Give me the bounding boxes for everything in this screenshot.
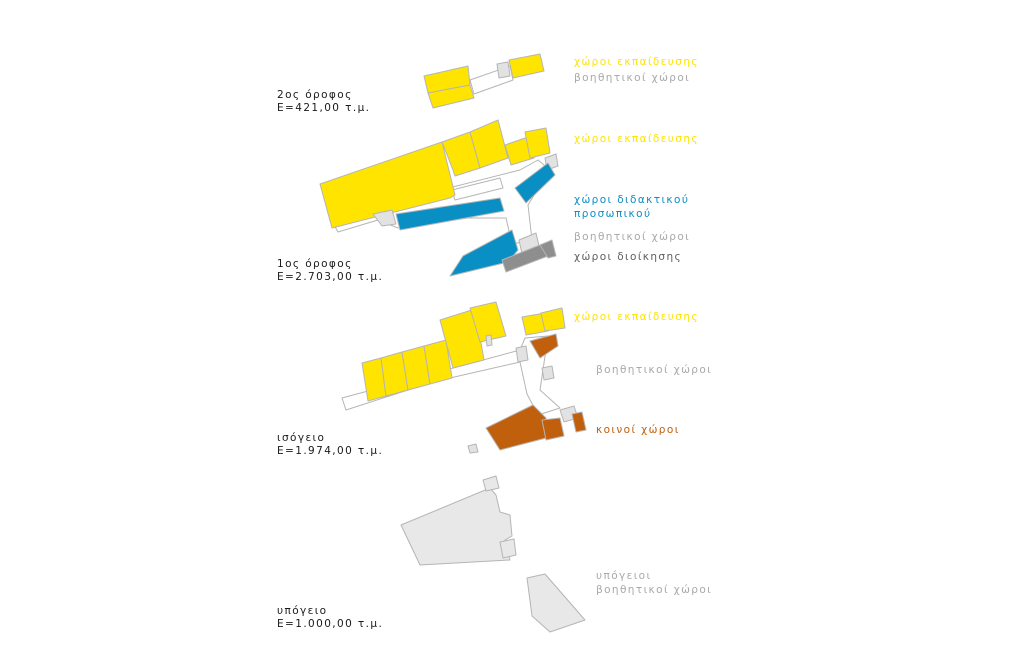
floor-name: υπόγειο xyxy=(277,605,328,617)
ground-floor-common-area xyxy=(529,333,559,359)
floor-area: Ε=1.000,00 τ.μ. xyxy=(277,618,384,630)
legend-education-ground: χώροι εκπαίδευσης xyxy=(574,311,699,323)
ground-floor-storage xyxy=(485,334,493,347)
legend-basement-line2: βοηθητικοί χώροι xyxy=(596,584,713,596)
second-floor-plan xyxy=(423,53,545,109)
floor-label-second: 2ος όροφος Ε=421,00 τ.μ. xyxy=(277,89,370,115)
ground-floor-classroom xyxy=(540,307,566,332)
first-floor-classroom xyxy=(504,136,535,166)
basement-main-area xyxy=(400,487,513,566)
legend-auxiliary-second: βοηθητικοί χώροι xyxy=(574,72,691,84)
floor-label-ground: ισόγειο Ε=1.974,00 τ.μ. xyxy=(277,432,383,458)
ground-floor-common-area xyxy=(485,404,547,451)
second-floor-classroom xyxy=(508,53,545,79)
basement-storage xyxy=(526,573,586,633)
floor-area: Ε=421,00 τ.μ. xyxy=(277,102,371,114)
ground-floor-storage xyxy=(467,443,479,454)
legend-education-second: χώροι εκπαίδευσης xyxy=(574,56,699,68)
legend-auxiliary-ground: βοηθητικοί χώροι xyxy=(596,364,713,376)
first-floor-classroom xyxy=(441,131,481,177)
first-floor-staff-office xyxy=(395,197,505,231)
first-floor-staff-office xyxy=(514,162,556,204)
ground-floor-storage xyxy=(541,365,555,381)
second-floor-storage xyxy=(496,61,511,79)
ground-floor-classroom xyxy=(423,339,453,385)
basement-plan xyxy=(400,475,586,633)
ground-floor-storage xyxy=(515,345,529,363)
floor-name: 2ος όροφος xyxy=(277,89,353,101)
first-floor-classroom xyxy=(524,127,551,159)
ground-floor-classroom xyxy=(439,308,485,369)
legend-staff-first: χώροι διδακτικού xyxy=(574,194,690,206)
first-floor-classroom xyxy=(469,119,509,169)
first-floor-plan xyxy=(319,119,559,277)
floor-name: 1ος όροφος xyxy=(277,258,353,270)
legend-basement-line1: υπόγειοι xyxy=(596,570,652,582)
legend-auxiliary-first: βοηθητικοί χώροι xyxy=(574,231,691,243)
second-floor-classroom xyxy=(427,84,475,109)
floor-area: Ε=1.974,00 τ.μ. xyxy=(277,445,384,457)
ground-floor-common-area xyxy=(541,417,565,441)
floor-label-first: 1ος όροφος Ε=2.703,00 τ.μ. xyxy=(277,258,383,284)
legend-admin-first: χώροι διοίκησης xyxy=(574,251,683,263)
ground-floor-classroom xyxy=(469,301,507,343)
ground-floor-plan xyxy=(341,301,587,454)
first-floor-corridor-branch xyxy=(451,177,504,201)
first-floor-storage xyxy=(372,209,397,227)
legend-common-ground: κοινοί χώροι xyxy=(596,424,680,436)
first-floor-classroom-block xyxy=(319,141,456,229)
legend-staff-first-line2: προσωπικού xyxy=(574,208,652,220)
basement-small-room xyxy=(499,538,517,559)
ground-floor-common-area xyxy=(571,411,587,433)
floor-label-basement: υπόγειο Ε=1.000,00 τ.μ. xyxy=(277,605,383,631)
floor-name: ισόγειο xyxy=(277,432,326,444)
floor-area: Ε=2.703,00 τ.μ. xyxy=(277,271,384,283)
basement-small-room xyxy=(482,475,500,492)
first-floor-admin-office xyxy=(539,239,557,259)
legend-education-first: χώροι εκπαίδευσης xyxy=(574,133,699,145)
